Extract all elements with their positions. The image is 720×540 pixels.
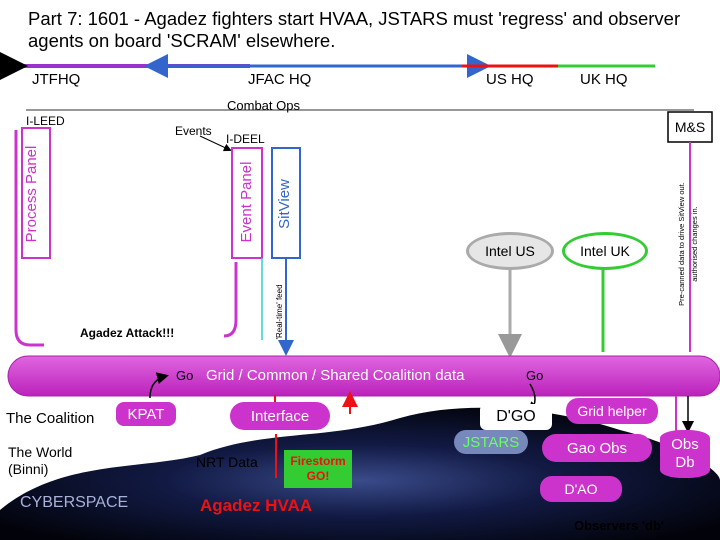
world-line1: The World bbox=[8, 444, 73, 460]
obs-db-line2: Db bbox=[675, 454, 695, 471]
grid-bar-bg bbox=[7, 355, 720, 397]
world-line2: (Binni) bbox=[8, 461, 49, 477]
ms-note-line1: Pre-canned data to drive SitView out. bbox=[677, 182, 686, 306]
gao-obs-node[interactable]: Gao Obs bbox=[542, 434, 652, 462]
firestorm-line2: GO! bbox=[306, 469, 330, 483]
intel-us-node[interactable]: Intel US bbox=[466, 232, 554, 270]
events-label: Events bbox=[175, 124, 212, 138]
jtfhq-label: JTFHQ bbox=[32, 71, 81, 88]
page-title: Part 7: 1601 - Agadez fighters start HVA… bbox=[28, 8, 681, 51]
intel-uk-node[interactable]: Intel UK bbox=[562, 232, 648, 270]
jstars-node[interactable]: JSTARS bbox=[454, 430, 528, 454]
obs-db-line1: Obs bbox=[671, 436, 699, 453]
grid-helper-node[interactable]: Grid helper bbox=[566, 398, 658, 424]
process-line bbox=[14, 130, 44, 347]
firestorm-line1: Firestorm bbox=[290, 454, 346, 468]
kpat-node[interactable]: KPAT bbox=[116, 402, 176, 426]
ideel-label: I-DEEL bbox=[226, 132, 265, 146]
dgo-node[interactable]: D'GO bbox=[480, 404, 552, 430]
coalition-label: The Coalition bbox=[6, 410, 95, 427]
cyberspace-label: CYBERSPACE bbox=[20, 494, 129, 511]
nrt-data-label: NRT Data bbox=[196, 454, 258, 470]
event-panel-label[interactable]: Event Panel bbox=[238, 161, 255, 243]
cyberspace-shape bbox=[0, 407, 720, 540]
firestorm-node[interactable]: Firestorm GO! bbox=[284, 450, 352, 488]
process-panel-label[interactable]: Process Panel bbox=[23, 145, 40, 243]
ileed-label: I-LEED bbox=[26, 114, 65, 128]
agadez-hvaa-label: Agadez HVAA bbox=[200, 496, 313, 515]
observers-db-label: Observers 'db' bbox=[574, 518, 664, 533]
ushq-label: US HQ bbox=[486, 71, 534, 88]
sitview-label[interactable]: SitView bbox=[276, 179, 293, 229]
agadez-attack-label: Agadez Attack!!! bbox=[80, 326, 175, 340]
ms-note-line2: authorised changes in. bbox=[690, 206, 699, 282]
interface-node[interactable]: Interface bbox=[230, 402, 330, 430]
go-left-label: Go bbox=[176, 368, 194, 383]
dao-node[interactable]: D'AO bbox=[540, 476, 622, 502]
ms-box[interactable]: M&S bbox=[674, 119, 706, 135]
obs-db-node[interactable]: Obs Db bbox=[660, 430, 710, 478]
combat-ops-label: Combat Ops bbox=[227, 98, 300, 113]
world-label: The World (Binni) bbox=[8, 444, 72, 478]
realtime-feed-label: 'Real-time' feed bbox=[275, 284, 284, 340]
jfachq-label: JFAC HQ bbox=[248, 71, 312, 88]
go-right-label: Go bbox=[526, 368, 544, 383]
ukhq-label: UK HQ bbox=[580, 71, 628, 88]
grid-bar-label: Grid / Common / Shared Coalition data bbox=[206, 367, 465, 384]
